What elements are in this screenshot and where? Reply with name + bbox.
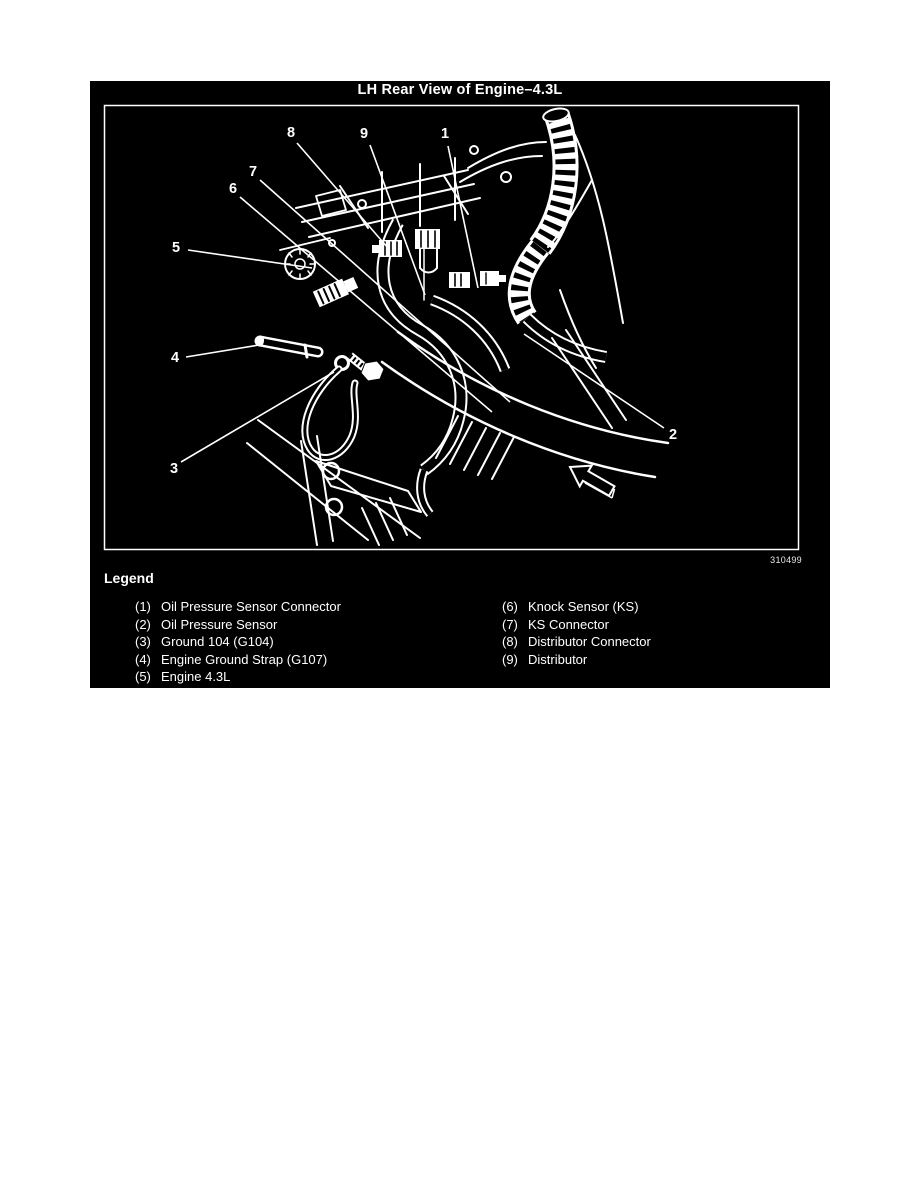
leader-line-3 — [180, 371, 335, 463]
ground-strap-stud-part — [254, 335, 324, 359]
legend-item-number: (6) — [502, 599, 518, 614]
legend-item: (2) Oil Pressure Sensor — [135, 616, 341, 634]
legend-heading: Legend — [104, 570, 154, 586]
legend-column-2: (6) Knock Sensor (KS) (7) KS Connector (… — [502, 598, 651, 668]
distributor-part — [415, 229, 440, 301]
legend-item-label: Ground 104 (G104) — [161, 634, 274, 650]
legend-item-label: Oil Pressure Sensor Connector — [161, 599, 341, 614]
leader-line-5 — [187, 249, 313, 269]
callout-label-8: 8 — [287, 125, 295, 141]
callout-labels: 1 2 3 4 5 6 7 8 9 — [170, 125, 677, 477]
legend-item-label: Engine Ground Strap (G107) — [161, 651, 328, 667]
leader-line-8 — [296, 142, 389, 249]
callout-label-7: 7 — [249, 164, 257, 180]
legend-item-label: Knock Sensor (KS) — [528, 599, 639, 614]
diagram-panel: LH Rear View of Engine–4.3L — [90, 81, 830, 688]
legend-item-number: (8) — [502, 634, 518, 650]
legend-item: (5) Engine 4.3L — [135, 668, 341, 686]
legend-item-label: KS Connector — [528, 616, 609, 632]
legend-item: (1) Oil Pressure Sensor Connector — [135, 598, 341, 616]
legend-item: (8) Distributor Connector — [502, 633, 651, 651]
engine-diagram-figure: 1 2 3 4 5 6 7 8 9 — [103, 104, 800, 551]
legend-item-number: (3) — [135, 634, 151, 650]
leader-line-9 — [369, 144, 426, 296]
legend-item-number: (9) — [502, 651, 518, 667]
legend-item: (9) Distributor — [502, 651, 651, 669]
distributor-connector-part — [372, 240, 402, 257]
legend-item-label: Oil Pressure Sensor — [161, 616, 278, 632]
figure-number: 310499 — [770, 555, 802, 565]
engine-pulley-part — [284, 248, 316, 280]
legend-column-1: (1) Oil Pressure Sensor Connector (2) Oi… — [135, 598, 341, 686]
legend-item: (3) Ground 104 (G104) — [135, 633, 341, 651]
leader-line-1 — [447, 145, 479, 289]
ground-bolt-part — [334, 352, 385, 382]
diagram-frame — [103, 104, 800, 551]
legend-item-number: (5) — [135, 669, 151, 685]
engine-line-art — [246, 107, 670, 546]
leader-line-6 — [239, 196, 493, 413]
callout-label-1: 1 — [441, 126, 449, 142]
oil-pressure-sensor-part — [480, 271, 506, 286]
legend-item-label: Distributor — [528, 651, 588, 667]
legend-item: (7) KS Connector — [502, 616, 651, 634]
leader-line-7 — [259, 179, 511, 403]
oil-pressure-sensor-connector-part — [449, 272, 470, 288]
legend-item-label: Distributor Connector — [528, 634, 651, 650]
legend-item-number: (4) — [135, 651, 151, 667]
callout-label-5: 5 — [172, 240, 180, 256]
leader-lines — [180, 142, 665, 463]
legend-item: (6) Knock Sensor (KS) — [502, 598, 651, 616]
legend-item-number: (7) — [502, 616, 518, 632]
legend-item: (4) Engine Ground Strap (G107) — [135, 651, 341, 669]
legend-item-number: (1) — [135, 599, 151, 614]
callout-label-6: 6 — [229, 181, 237, 197]
callout-label-4: 4 — [171, 350, 179, 366]
callout-label-2: 2 — [669, 427, 677, 443]
callout-label-3: 3 — [170, 461, 178, 477]
leader-line-4 — [185, 344, 260, 358]
legend-item-number: (2) — [135, 616, 151, 632]
legend-item-label: Engine 4.3L — [161, 669, 231, 685]
leader-line-2 — [523, 333, 665, 429]
callout-label-9: 9 — [360, 126, 368, 142]
diagram-title: LH Rear View of Engine–4.3L — [357, 82, 563, 98]
direction-arrow-icon — [568, 464, 616, 499]
